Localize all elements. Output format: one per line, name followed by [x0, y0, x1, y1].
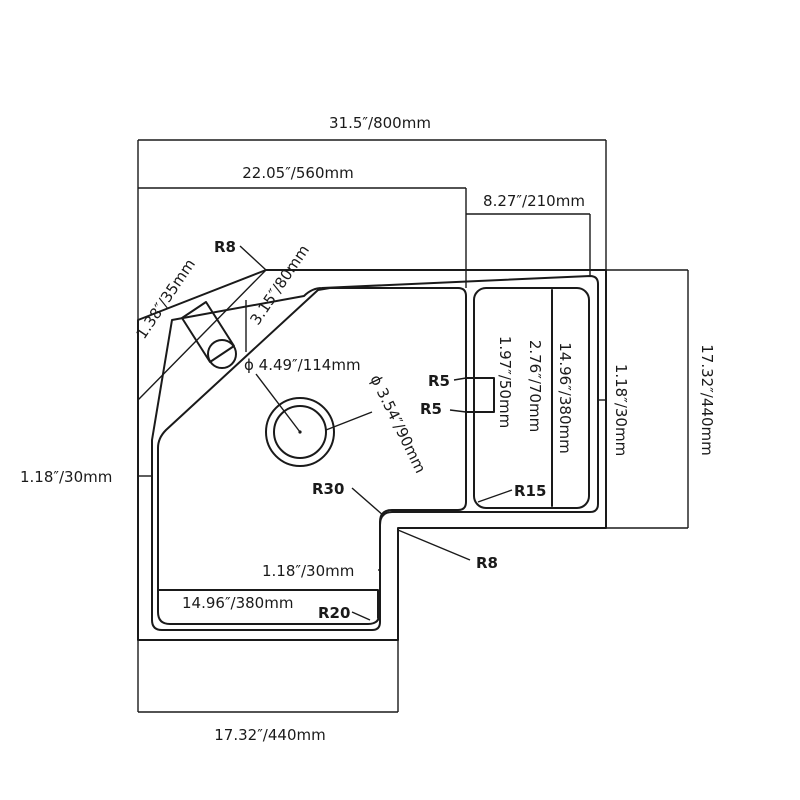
label-r8-corner: R8: [476, 554, 498, 572]
label-right-depth: 17.32″/440mm: [698, 344, 716, 455]
leader-drain-inner: [325, 411, 373, 431]
basin-inner-outline: [151, 275, 599, 631]
label-rim-lower: 1.18″/30mm: [262, 562, 354, 580]
drain-outer: [265, 397, 335, 467]
label-slot-width: 1.97″/50mm: [496, 336, 514, 428]
leader-r15: [477, 489, 513, 503]
label-rim-left: 1.18″/30mm: [20, 468, 112, 486]
right-basin: [473, 287, 590, 509]
label-overflow-length: 3.15″/80mm: [246, 242, 313, 329]
dimension-lines: [137, 139, 689, 713]
sink-outline: [137, 269, 607, 641]
label-bottom-width: 17.32″/440mm: [214, 726, 325, 744]
label-lower-basin-length: 14.96″/380mm: [182, 594, 293, 612]
label-drain-diameter: ϕ 4.49″/114mm: [244, 356, 361, 374]
leader-r30: [351, 487, 385, 517]
lower-basin: [157, 589, 379, 619]
label-r5-lower: R5: [420, 400, 442, 418]
label-r5-upper: R5: [428, 372, 450, 390]
label-r15: R15: [514, 482, 546, 500]
leader-r20: [351, 611, 371, 621]
leader-r8-corner: [397, 529, 471, 561]
drain-inner: [273, 405, 327, 459]
dim-overflow-diagonal: [137, 269, 267, 401]
label-r8-top: R8: [214, 238, 236, 256]
label-right-basin-width: 8.27″/210mm: [483, 192, 585, 210]
labels: 31.5″/800mm 22.05″/560mm 8.27″/210mm 17.…: [20, 114, 716, 744]
main-basin-frame: [157, 287, 467, 625]
label-upper-width: 22.05″/560mm: [242, 164, 353, 182]
leader-r5-lower: [449, 409, 467, 413]
slot: [465, 377, 495, 413]
label-right-basin-length: 14.96″/380mm: [556, 342, 574, 453]
label-overall-width: 31.5″/800mm: [329, 114, 431, 132]
leader-drain-outer: [255, 373, 301, 433]
outer-outline: [137, 269, 607, 641]
label-r30: R30: [312, 480, 344, 498]
label-r20: R20: [318, 604, 350, 622]
overflow-end: [207, 339, 237, 369]
leader-r5-upper: [453, 377, 467, 381]
leader-r8-top: [239, 245, 267, 271]
label-rim-right: 1.18″/30mm: [612, 364, 630, 456]
label-drain-inner-diameter: ϕ 3.54″/90mm: [366, 372, 429, 476]
label-slot-length: 2.76″/70mm: [526, 340, 544, 432]
